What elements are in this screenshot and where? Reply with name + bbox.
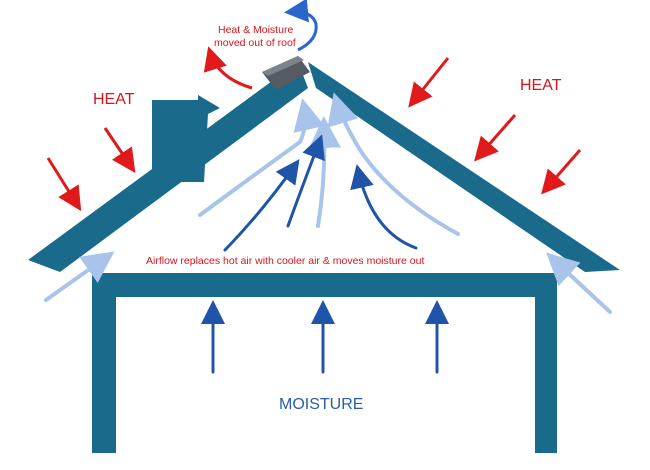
- heat-exit-arrow: [203, 46, 253, 90]
- heat-label-left: HEAT: [93, 91, 135, 108]
- dark-airflow-arrows: [201, 134, 449, 374]
- roof-right-slope: [308, 62, 620, 272]
- airflow-arrow: [350, 164, 418, 250]
- heat-arrow: [408, 57, 450, 108]
- airflow-arrow: [286, 134, 325, 228]
- airflow-arrow: [223, 159, 300, 252]
- soffit-intake-arrow-left: [44, 251, 115, 302]
- roof-left-slope: [28, 62, 308, 272]
- moisture-label: MOISTURE: [279, 396, 363, 413]
- ridge-vent-top: [262, 56, 304, 76]
- airflow-arrow: [198, 98, 325, 217]
- heat-arrow: [46, 157, 82, 212]
- soffit-intake-arrow-right: [546, 252, 612, 314]
- ridge-vent: [262, 56, 310, 90]
- airflow-label: Airflow replaces hot air with cooler air…: [146, 255, 424, 267]
- heat-arrow: [474, 114, 517, 162]
- top-label-line2: moved out of roof: [214, 37, 296, 49]
- top-label-line1: Heat & Moisture: [218, 24, 293, 36]
- heat-label-right: HEAT: [520, 77, 562, 94]
- heat-arrow: [541, 149, 582, 195]
- exhaust-arrow: [284, 0, 318, 52]
- heat-arrows: [46, 46, 582, 212]
- airflow-arrow: [327, 92, 460, 236]
- light-airflow-arrows: [44, 92, 612, 314]
- heat-arrow: [103, 127, 136, 173]
- house-walls: [92, 273, 557, 453]
